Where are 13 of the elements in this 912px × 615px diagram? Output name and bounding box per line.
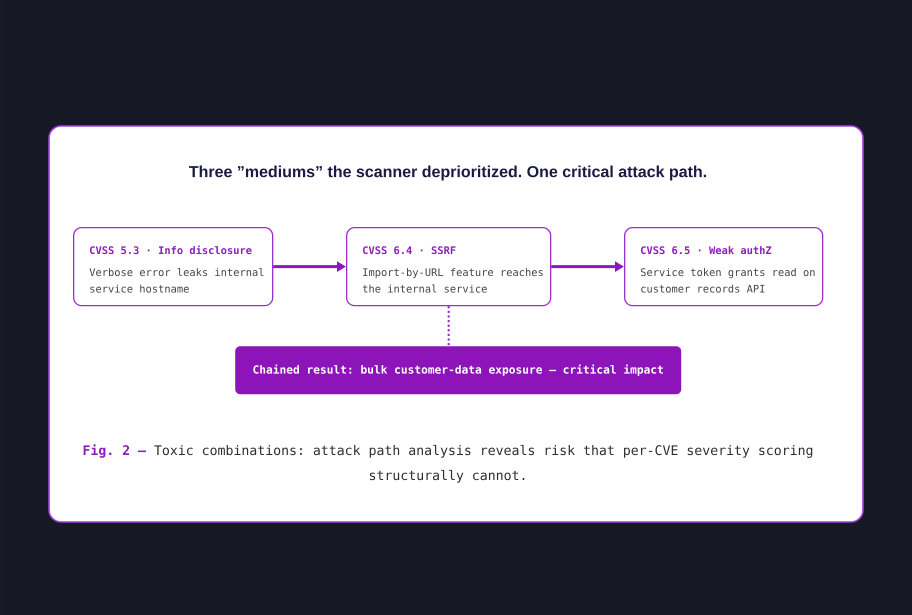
finding-card (624, 227, 824, 306)
card-text: Import-by-URL feature reaches the internal service (362, 268, 543, 293)
card-text: Verbose error leaks internal service hostname (90, 268, 264, 293)
connector-line (448, 306, 450, 346)
card-text: Service token grants read on customer records API (640, 268, 815, 293)
finding-card (346, 227, 552, 306)
card-heading: CVSS 6.5 · Weak authZ (640, 246, 772, 254)
result-banner: Chained result: bulk customer-data exposure — critical impact (235, 346, 682, 394)
card-heading: CVSS 6.4 · SSRF (362, 246, 456, 254)
title: Three ”mediums” the scanner deprioritized. One critical attack path. (189, 166, 706, 180)
card-heading: CVSS 5.3 · Info disclosure (90, 246, 252, 254)
finding-card (73, 227, 274, 306)
caption: Fig. 2 — Toxic combinations: attack path analysis reveals risk that per-CVE severity scoring structurally cannot. (84, 444, 812, 483)
